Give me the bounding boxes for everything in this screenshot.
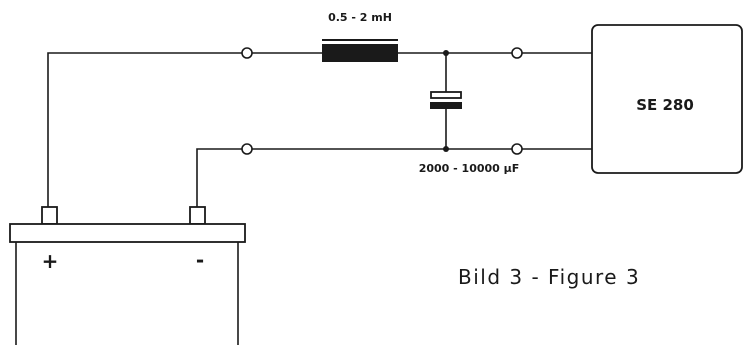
junction-dot-top xyxy=(443,50,449,56)
capacitor-label: 2000 - 10000 µF xyxy=(419,162,520,175)
battery-plus-post xyxy=(41,206,58,225)
figure-caption: Bild 3 - Figure 3 xyxy=(458,265,640,289)
battery-minus-label: - xyxy=(196,248,204,272)
inductor-top-bar xyxy=(322,39,398,41)
bottom-wire xyxy=(196,148,592,208)
terminal-right-bottom xyxy=(511,143,523,155)
inductor-label: 0.5 - 2 mH xyxy=(328,11,392,24)
battery-body xyxy=(15,242,239,345)
device-label: SE 280 xyxy=(636,96,694,114)
terminal-left-bottom xyxy=(241,143,253,155)
terminal-left-top xyxy=(241,47,253,59)
capacitor-plate-top xyxy=(430,91,462,99)
battery-lid xyxy=(9,223,246,243)
terminal-right-top xyxy=(511,47,523,59)
device-box xyxy=(591,24,743,174)
junction-dot-bottom xyxy=(443,146,449,152)
battery-minus-post xyxy=(189,206,206,225)
inductor xyxy=(322,44,398,62)
capacitor-plate-bottom xyxy=(430,102,462,109)
top-wire xyxy=(47,52,592,208)
battery-plus-label: + xyxy=(42,249,59,273)
